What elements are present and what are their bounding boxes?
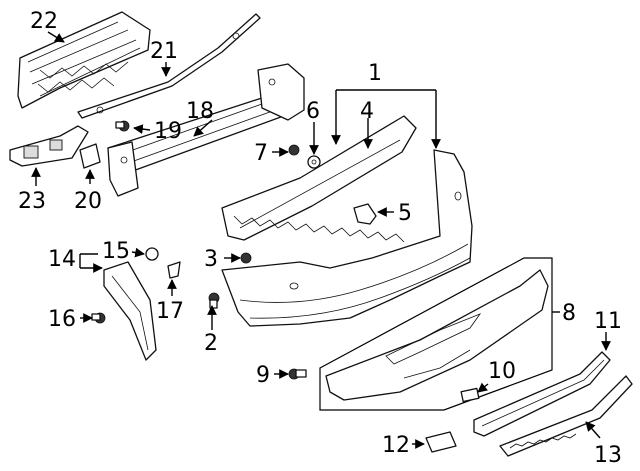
callout-8: 8	[562, 301, 576, 326]
part-18-reinforcement	[107, 63, 305, 197]
part-20-clip	[79, 143, 101, 169]
callout-17: 17	[156, 299, 184, 324]
part-3-clip	[240, 252, 252, 264]
callout-15: 15	[102, 239, 130, 264]
part-13-trim-strip	[499, 375, 633, 457]
part-16-screw	[91, 312, 106, 324]
callout-6: 6	[306, 99, 320, 124]
part-11-trim-strip	[473, 351, 611, 437]
part-4-absorber	[221, 115, 417, 243]
callout-4: 4	[360, 99, 374, 124]
callout-12: 12	[382, 433, 410, 458]
callout-23: 23	[18, 189, 46, 214]
leader-lines	[31, 31, 611, 449]
callout-16: 16	[48, 307, 76, 332]
callout-9: 9	[256, 363, 270, 388]
part-17-clip	[167, 261, 181, 279]
part-6-washer	[307, 155, 321, 169]
part-1-bumper-cover	[221, 149, 473, 327]
callout-10: 10	[488, 359, 516, 384]
part-9-screw	[288, 368, 307, 380]
callout-2: 2	[204, 331, 218, 356]
callout-7: 7	[254, 141, 268, 166]
part-22-bracket	[17, 11, 151, 109]
callout-22: 22	[30, 9, 58, 34]
callout-11: 11	[594, 309, 622, 334]
callout-1: 1	[368, 61, 382, 86]
callout-14: 14	[48, 247, 76, 272]
part-19-bolt	[115, 120, 130, 132]
part-2-screw	[208, 292, 220, 309]
callout-13: 13	[594, 443, 622, 468]
part-23-side-bracket	[9, 125, 89, 167]
part-10-bracket	[460, 387, 480, 403]
part-7-nut	[288, 144, 300, 156]
callout-18: 18	[186, 99, 214, 124]
callout-20: 20	[74, 189, 102, 214]
part-5-clip	[353, 203, 377, 225]
callout-5: 5	[398, 201, 412, 226]
part-14-side-bracket	[103, 261, 157, 361]
callout-19: 19	[154, 119, 182, 144]
callout-3: 3	[204, 247, 218, 272]
part-8-diffuser-group	[319, 257, 553, 411]
callout-labels: 22 21 18 19 23 20 1 6 4 7 5 3 2 14 15 16…	[18, 9, 622, 468]
callout-21: 21	[150, 39, 178, 64]
part-21-wire-bracket	[77, 13, 261, 119]
part-15-clip	[145, 247, 159, 261]
part-12-bracket	[425, 431, 457, 453]
